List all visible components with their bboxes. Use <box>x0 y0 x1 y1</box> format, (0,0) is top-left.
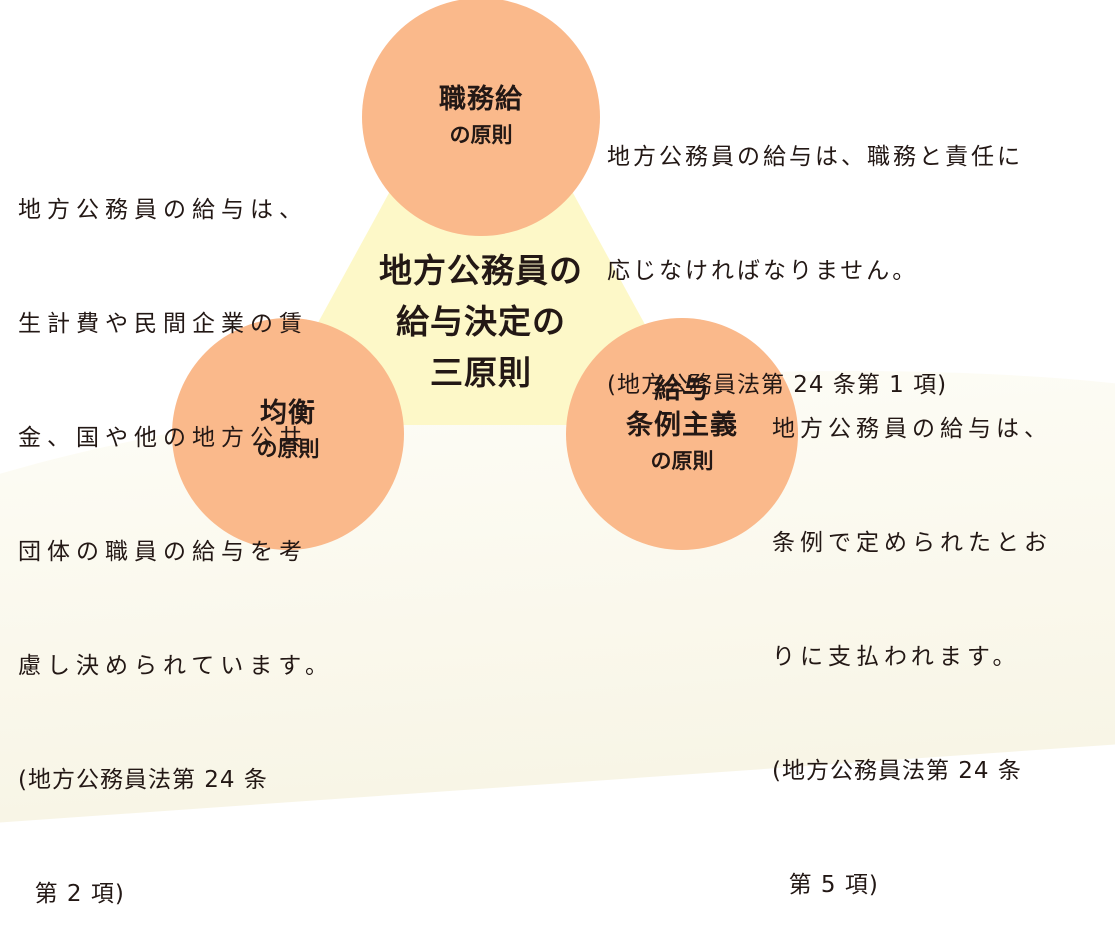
law-reference: 第 5 項) <box>772 872 879 898</box>
principle-top-description: 地方公務員の給与は、職務と責任に 応じなければなりません。 (地方公務員法第 2… <box>607 62 1023 442</box>
principle-left-label: 均衡 の原則 <box>188 396 388 466</box>
circle-left <box>172 318 404 550</box>
law-reference: (地方公務員法第 24 条 <box>772 758 1022 784</box>
description-line: 応じなければなりません。 <box>607 258 919 284</box>
description-line: 慮し決められています。 <box>18 653 335 679</box>
center-title: 地方公務員の 給与決定の 三原則 <box>340 245 622 398</box>
circle-top <box>362 0 600 236</box>
description-line: 地方公務員の給与は、 <box>772 416 1052 442</box>
principle-name: 条例主義 <box>626 410 738 441</box>
description-line: 地方公務員の給与は、職務と責任に <box>607 144 1023 170</box>
center-title-line: 地方公務員の <box>379 251 583 290</box>
center-title-line: 給与決定の <box>396 302 566 341</box>
principle-top-label: 職務給 の原則 <box>381 82 581 152</box>
law-reference: (地方公務員法第 24 条 <box>18 767 268 793</box>
center-title-line: 三原則 <box>430 353 532 392</box>
law-reference: (地方公務員法第 24 条第 1 項) <box>607 372 948 398</box>
description-line: 団体の職員の給与を考 <box>18 539 308 565</box>
description-line: 生計費や民間企業の賃 <box>18 311 308 337</box>
description-line: 金、国や他の地方公共 <box>18 425 308 451</box>
description-line: りに支払われます。 <box>772 644 1021 670</box>
principle-right-label: 給与 条例主義 の原則 <box>582 372 782 478</box>
description-line: 地方公務員の給与は、 <box>18 197 308 223</box>
principle-suffix: の原則 <box>650 449 714 473</box>
principle-suffix: の原則 <box>256 437 320 461</box>
diagram-shapes <box>172 0 798 550</box>
circle-right <box>566 318 798 550</box>
principle-suffix: の原則 <box>449 123 513 147</box>
principle-right-description: 地方公務員の給与は、 条例で定められたとお りに支払われます。 (地方公務員法第… <box>772 334 1052 942</box>
law-reference: 第 2 項) <box>18 881 125 907</box>
principle-name: 職務給 <box>439 84 523 115</box>
principle-name: 均衡 <box>260 398 316 429</box>
description-line: 条例で定められたとお <box>772 530 1052 556</box>
principle-name: 給与 <box>654 374 710 405</box>
principle-left-description: 地方公務員の給与は、 生計費や民間企業の賃 金、国や他の地方公共 団体の職員の給… <box>18 115 334 951</box>
